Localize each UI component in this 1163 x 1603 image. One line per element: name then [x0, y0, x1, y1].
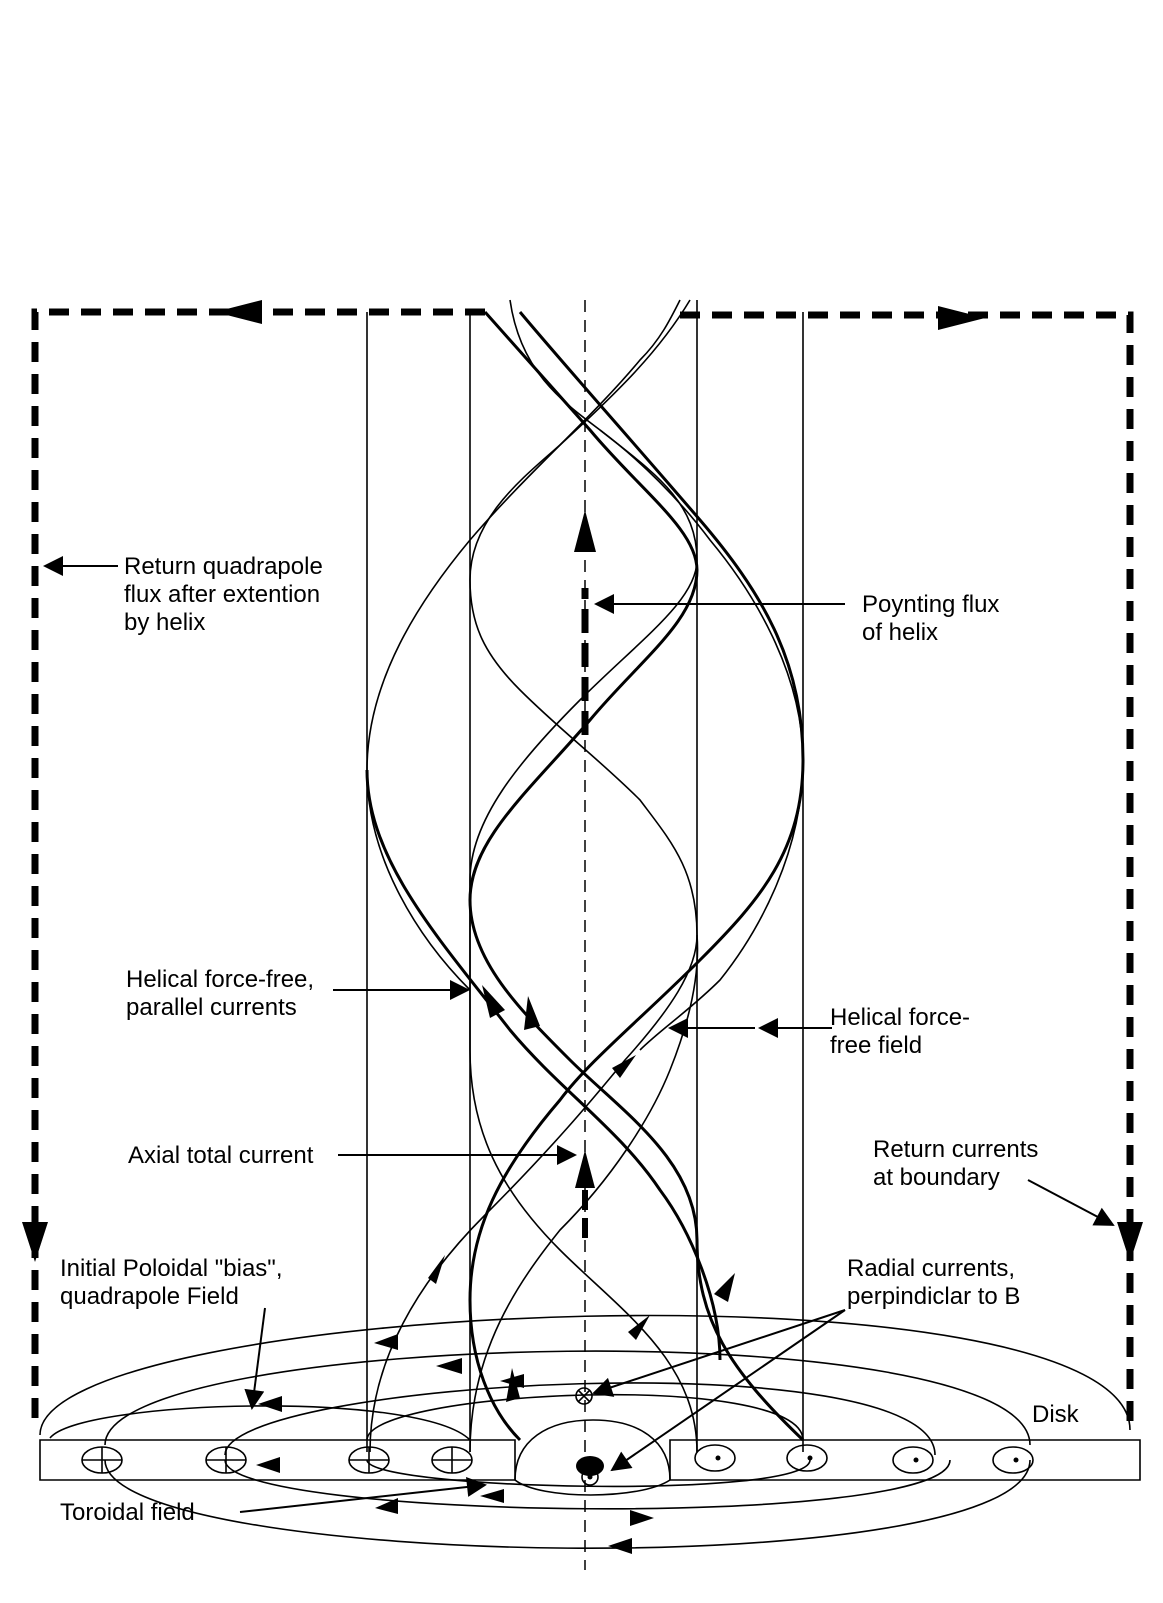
- svg-text:free field: free field: [830, 1032, 922, 1059]
- svg-text:at boundary: at boundary: [873, 1164, 1000, 1191]
- toroidal-arrowheads: [256, 1457, 654, 1554]
- leader-arrows: [43, 556, 1115, 1513]
- field-marker-dots: [587, 1455, 1019, 1480]
- label-helical-currents: Helical force-free, parallel currents: [126, 966, 314, 1021]
- svg-text:perpindiclar to B: perpindiclar to B: [847, 1283, 1020, 1310]
- svg-text:Radial currents,: Radial currents,: [847, 1255, 1015, 1282]
- label-radial-currents: Radial currents, perpindiclar to B: [847, 1255, 1020, 1310]
- axial-arrowhead: [575, 1150, 595, 1188]
- return-flux-boundary: [31, 308, 1134, 1430]
- boundary-arrowheads: [22, 300, 1143, 1262]
- field-markers: [81, 1387, 1034, 1486]
- svg-text:Helical force-free,: Helical force-free,: [126, 966, 314, 993]
- label-helical-field: Helical force- free field: [830, 1004, 970, 1059]
- svg-text:Helical force-: Helical force-: [830, 1004, 970, 1031]
- label-disk: Disk: [1032, 1401, 1080, 1428]
- helix-arrowheads: [428, 985, 735, 1402]
- toroidal-field-loops: [104, 1459, 1031, 1550]
- poynting-arrowhead: [574, 510, 596, 552]
- label-axial-current: Axial total current: [128, 1142, 314, 1169]
- central-mass: [576, 1456, 604, 1476]
- svg-text:of helix: of helix: [862, 619, 938, 646]
- label-toroidal-field: Toroidal field: [60, 1499, 195, 1526]
- svg-text:flux after extention: flux after extention: [124, 581, 320, 608]
- svg-text:Initial Poloidal "bias",: Initial Poloidal "bias",: [60, 1255, 283, 1282]
- svg-text:Return quadrapole: Return quadrapole: [124, 553, 323, 580]
- label-poynting-flux: Poynting flux of helix: [862, 591, 999, 646]
- svg-text:by helix: by helix: [124, 609, 205, 636]
- svg-text:Return currents: Return currents: [873, 1136, 1038, 1163]
- label-return-currents: Return currents at boundary: [873, 1136, 1038, 1191]
- poloidal-field-loops: [39, 1314, 1131, 1456]
- svg-text:parallel currents: parallel currents: [126, 994, 297, 1021]
- poloidal-arrowheads: [258, 1334, 524, 1412]
- svg-text:quadrapole Field: quadrapole Field: [60, 1283, 239, 1310]
- svg-text:Poynting flux: Poynting flux: [862, 591, 999, 618]
- helical-current-lines: [365, 311, 805, 1442]
- label-return-flux: Return quadrapole flux after extention b…: [124, 553, 323, 636]
- label-poloidal-bias: Initial Poloidal "bias", quadrapole Fiel…: [60, 1255, 283, 1310]
